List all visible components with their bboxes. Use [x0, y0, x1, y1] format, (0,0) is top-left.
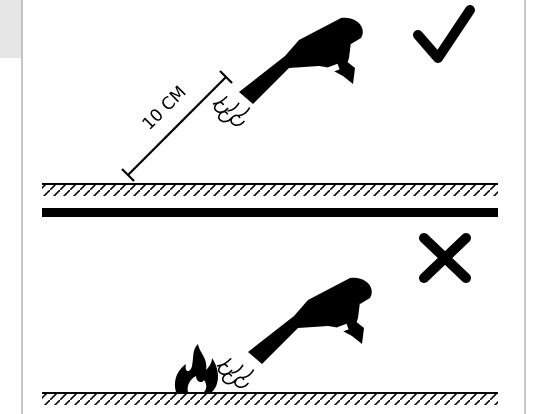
page-tab — [0, 0, 22, 58]
panel-divider — [42, 208, 498, 217]
surface-top — [42, 184, 498, 196]
surface-bottom — [42, 393, 498, 405]
